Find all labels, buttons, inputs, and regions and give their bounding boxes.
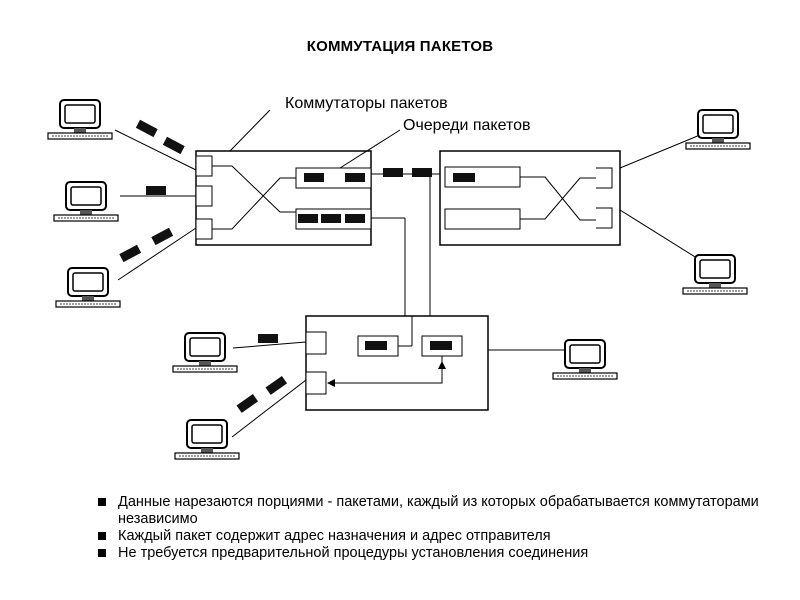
switch-bottom	[305, 315, 489, 411]
packet	[151, 227, 174, 246]
bullet-list: Данные нарезаются порциями - пакетами, к…	[96, 494, 776, 562]
switch-top-right	[439, 150, 621, 246]
bullet-square-icon	[98, 532, 106, 540]
label-switches: Коммутаторы пакетов	[285, 95, 448, 112]
bullet-item: Каждый пакет содержит адрес назначения и…	[96, 528, 776, 545]
bullet-square-icon	[98, 498, 106, 506]
packet	[119, 244, 142, 263]
computer-icon	[552, 339, 618, 380]
packet	[265, 375, 288, 395]
bullet-item: Не требуется предварительной процедуры у…	[96, 545, 776, 562]
packet	[162, 136, 185, 155]
packets-on-links	[119, 119, 432, 413]
computer-icon	[55, 267, 121, 308]
callouts	[229, 109, 401, 169]
bullet-square-icon	[98, 549, 106, 557]
computer-icon	[47, 99, 113, 140]
computer-icon	[53, 181, 119, 222]
bullet-item: Данные нарезаются порциями - пакетами, к…	[96, 494, 776, 528]
computer-icon	[174, 419, 240, 460]
computer-icon	[685, 109, 751, 150]
computer-icon	[172, 332, 238, 373]
packet	[236, 393, 259, 413]
packet	[258, 334, 278, 343]
packet	[383, 168, 403, 177]
packet	[146, 186, 166, 195]
packet	[135, 119, 158, 138]
packet	[412, 168, 432, 177]
computer-icon	[682, 254, 748, 295]
page-title: КОММУТАЦИЯ ПАКЕТОВ	[306, 38, 494, 55]
label-queues: Очереди пакетов	[403, 117, 531, 134]
